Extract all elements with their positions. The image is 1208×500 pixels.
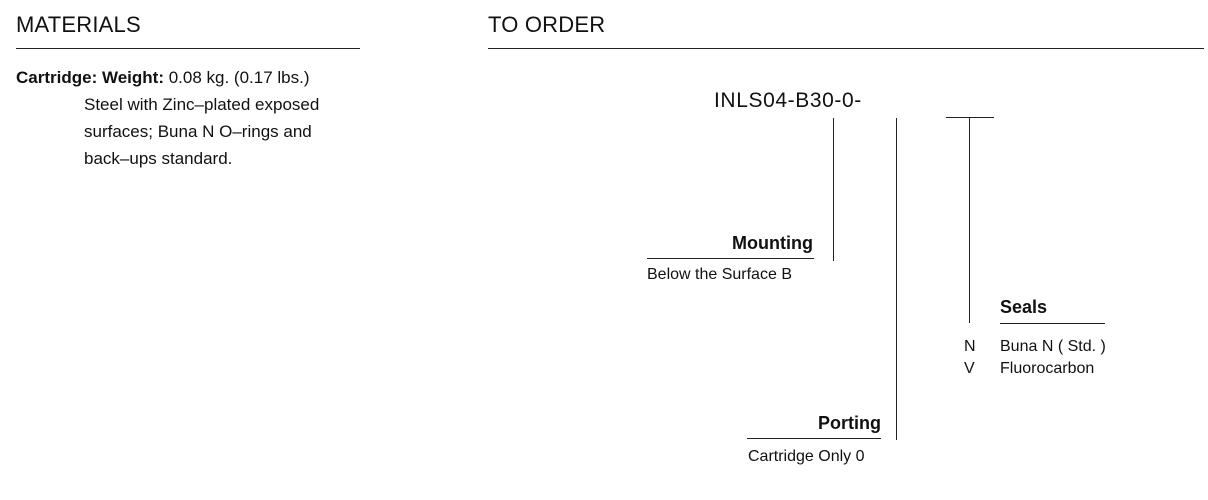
mounting-title: Mounting — [732, 233, 813, 253]
materials-description-line-2: surfaces; Buna N O–rings and — [84, 122, 312, 141]
materials-description-line-3: back–ups standard. — [84, 149, 233, 168]
seals-option-text-n: Buna N ( Std. ) — [1000, 338, 1106, 355]
mounting-title-rule — [647, 258, 814, 259]
to-order-heading-rule — [488, 48, 1204, 49]
mounting-option-code: B — [781, 266, 792, 283]
seals-option-code-n: N — [964, 338, 976, 355]
seals-title-rule — [1000, 323, 1105, 324]
materials-heading: MATERIALS — [16, 12, 141, 37]
to-order-heading: TO ORDER — [488, 12, 606, 37]
mounting-leader-line — [833, 118, 834, 261]
seal-code-blank-rule — [946, 117, 994, 118]
materials-description-line-1: Steel with Zinc–plated exposed — [84, 95, 320, 114]
seals-title: Seals — [1000, 297, 1048, 317]
porting-option: Cartridge Only 0 — [748, 448, 865, 466]
materials-heading-rule — [16, 48, 360, 49]
porting-leader-line — [896, 118, 897, 440]
materials-lead-line: Cartridge: Weight: 0.08 kg. (0.17 lbs.) — [16, 64, 310, 91]
seals-leader-line — [969, 118, 970, 323]
porting-title: Porting — [818, 413, 881, 433]
cartridge-label: Cartridge: — [16, 68, 98, 87]
mounting-option-text: Below the Surface — [647, 266, 777, 283]
seals-option-code-v: V — [964, 360, 975, 377]
model-code: INLS04-B30-0- — [714, 89, 862, 112]
weight-label: Weight: — [101, 68, 164, 87]
seals-option-text-v: Fluorocarbon — [1000, 360, 1095, 377]
porting-option-code: 0 — [855, 448, 865, 465]
porting-option-text: Cartridge Only — [748, 448, 852, 465]
porting-title-rule — [747, 438, 881, 439]
mounting-option: Below the Surface B — [647, 266, 792, 284]
weight-value: 0.08 kg. (0.17 lbs.) — [168, 68, 310, 87]
